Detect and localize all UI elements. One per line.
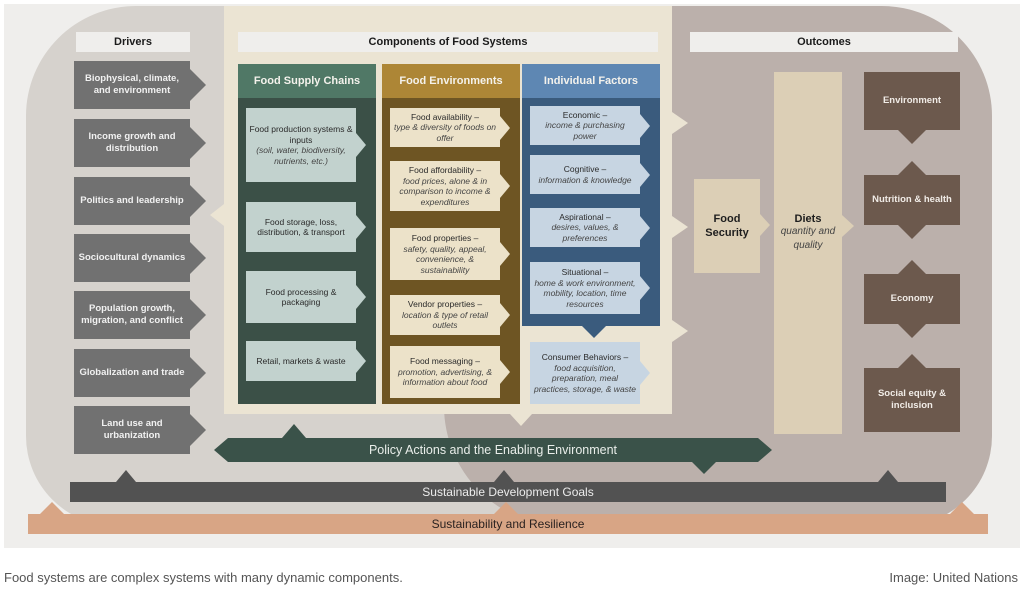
individual-down-arrow-icon — [582, 326, 606, 338]
driver-income: Income growth and distribution — [74, 119, 206, 167]
outcome-nutrition-health: Nutrition & health — [864, 161, 960, 239]
components-right-arrow-icon — [672, 112, 688, 134]
policy-down-arrow-icon — [692, 462, 716, 474]
components-right-arrow-icon — [672, 320, 688, 342]
outcome-economy: Economy — [864, 260, 960, 338]
item-arrow-icon — [640, 114, 650, 138]
column-title: Individual Factors — [522, 64, 660, 98]
outcome-down-arrow-icon — [898, 225, 926, 239]
column-body: Food production systems & inputs(soil, w… — [238, 98, 376, 404]
policy-bar: Policy Actions and the Enabling Environm… — [214, 438, 772, 462]
item-arrow-icon — [356, 133, 366, 157]
components-right-arrow-icon — [672, 216, 688, 238]
item-arrow-icon — [640, 276, 650, 300]
components-down-arrow-icon — [510, 414, 532, 426]
item-arrow-icon — [500, 174, 510, 198]
driver-arrow-icon — [190, 357, 206, 389]
resilience-up-arrow-icon — [950, 502, 974, 514]
components-left-arrow-icon — [210, 204, 224, 226]
column-food-supply-chains: Food Supply Chains Food production syste… — [238, 64, 376, 404]
outcome-down-arrow-icon — [898, 324, 926, 338]
driver-biophysical: Biophysical, climate, and environment — [74, 61, 206, 109]
item-arrow-icon — [356, 285, 366, 309]
item-arrow-icon — [500, 303, 510, 327]
policy-left-arrow-icon — [214, 438, 228, 462]
diets-arrow-icon — [842, 215, 854, 237]
sdg-bar: Sustainable Development Goals — [70, 482, 946, 502]
driver-arrow-icon — [190, 242, 206, 274]
item-arrow-icon — [356, 349, 366, 373]
column-food-environments: Food Environments Food availability –typ… — [382, 64, 520, 404]
policy-up-arrow-icon — [282, 424, 306, 438]
driver-population: Population growth, migration, and confli… — [74, 291, 206, 339]
outcome-environment: Environment — [864, 72, 960, 144]
figure-caption: Food systems are complex systems with ma… — [4, 570, 403, 585]
driver-arrow-icon — [190, 127, 206, 159]
components-header: Components of Food Systems — [238, 32, 658, 52]
resilience-bar: Sustainability and Resilience — [28, 514, 988, 534]
diets-title: Diets — [794, 213, 822, 225]
item-arrow-icon — [640, 163, 650, 187]
image-credit: Image: United Nations — [889, 570, 1018, 585]
item-arrow-icon — [500, 242, 510, 266]
outcome-up-arrow-icon — [898, 161, 926, 175]
outcome-up-arrow-icon — [898, 260, 926, 274]
column-individual-factors: Individual Factors Economic –income & pu… — [522, 64, 660, 326]
column-body: Food availability –type & diversity of f… — [382, 98, 520, 404]
diets-box: Diets quantity and quality — [774, 72, 842, 434]
diets-subtitle: quantity and quality — [780, 226, 836, 251]
driver-globalization: Globalization and trade — [74, 349, 206, 397]
driver-land-use: Land use and urbanization — [74, 406, 206, 454]
policy-right-arrow-icon — [758, 438, 772, 462]
sdg-up-arrow-icon — [878, 470, 898, 482]
driver-arrow-icon — [190, 185, 206, 217]
food-systems-diagram: Drivers Components of Food Systems Outco… — [4, 4, 1020, 548]
outcome-up-arrow-icon — [898, 354, 926, 368]
item-arrow-icon — [356, 215, 366, 239]
outcome-social-equity: Social equity & inclusion — [864, 354, 960, 432]
column-body: Economic –income & purchasing power Cogn… — [522, 98, 660, 326]
driver-arrow-icon — [190, 414, 206, 446]
column-title: Food Environments — [382, 64, 520, 98]
outcome-down-arrow-icon — [898, 130, 926, 144]
driver-arrow-icon — [190, 299, 206, 331]
item-arrow-icon — [500, 360, 510, 384]
drivers-header: Drivers — [76, 32, 190, 52]
outcomes-header: Outcomes — [690, 32, 958, 52]
sdg-up-arrow-icon — [494, 470, 514, 482]
resilience-up-arrow-icon — [40, 502, 64, 514]
item-arrow-icon — [500, 116, 510, 140]
item-arrow-icon — [640, 216, 650, 240]
food-security-box: Food Security — [694, 179, 760, 273]
food-security-arrow-icon — [760, 214, 770, 236]
driver-sociocultural: Sociocultural dynamics — [74, 234, 206, 282]
sdg-up-arrow-icon — [116, 470, 136, 482]
driver-arrow-icon — [190, 69, 206, 101]
policy-label: Policy Actions and the Enabling Environm… — [228, 438, 758, 462]
resilience-up-arrow-icon — [494, 502, 518, 514]
driver-politics: Politics and leadership — [74, 177, 206, 225]
column-title: Food Supply Chains — [238, 64, 376, 98]
item-arrow-icon — [640, 361, 650, 385]
